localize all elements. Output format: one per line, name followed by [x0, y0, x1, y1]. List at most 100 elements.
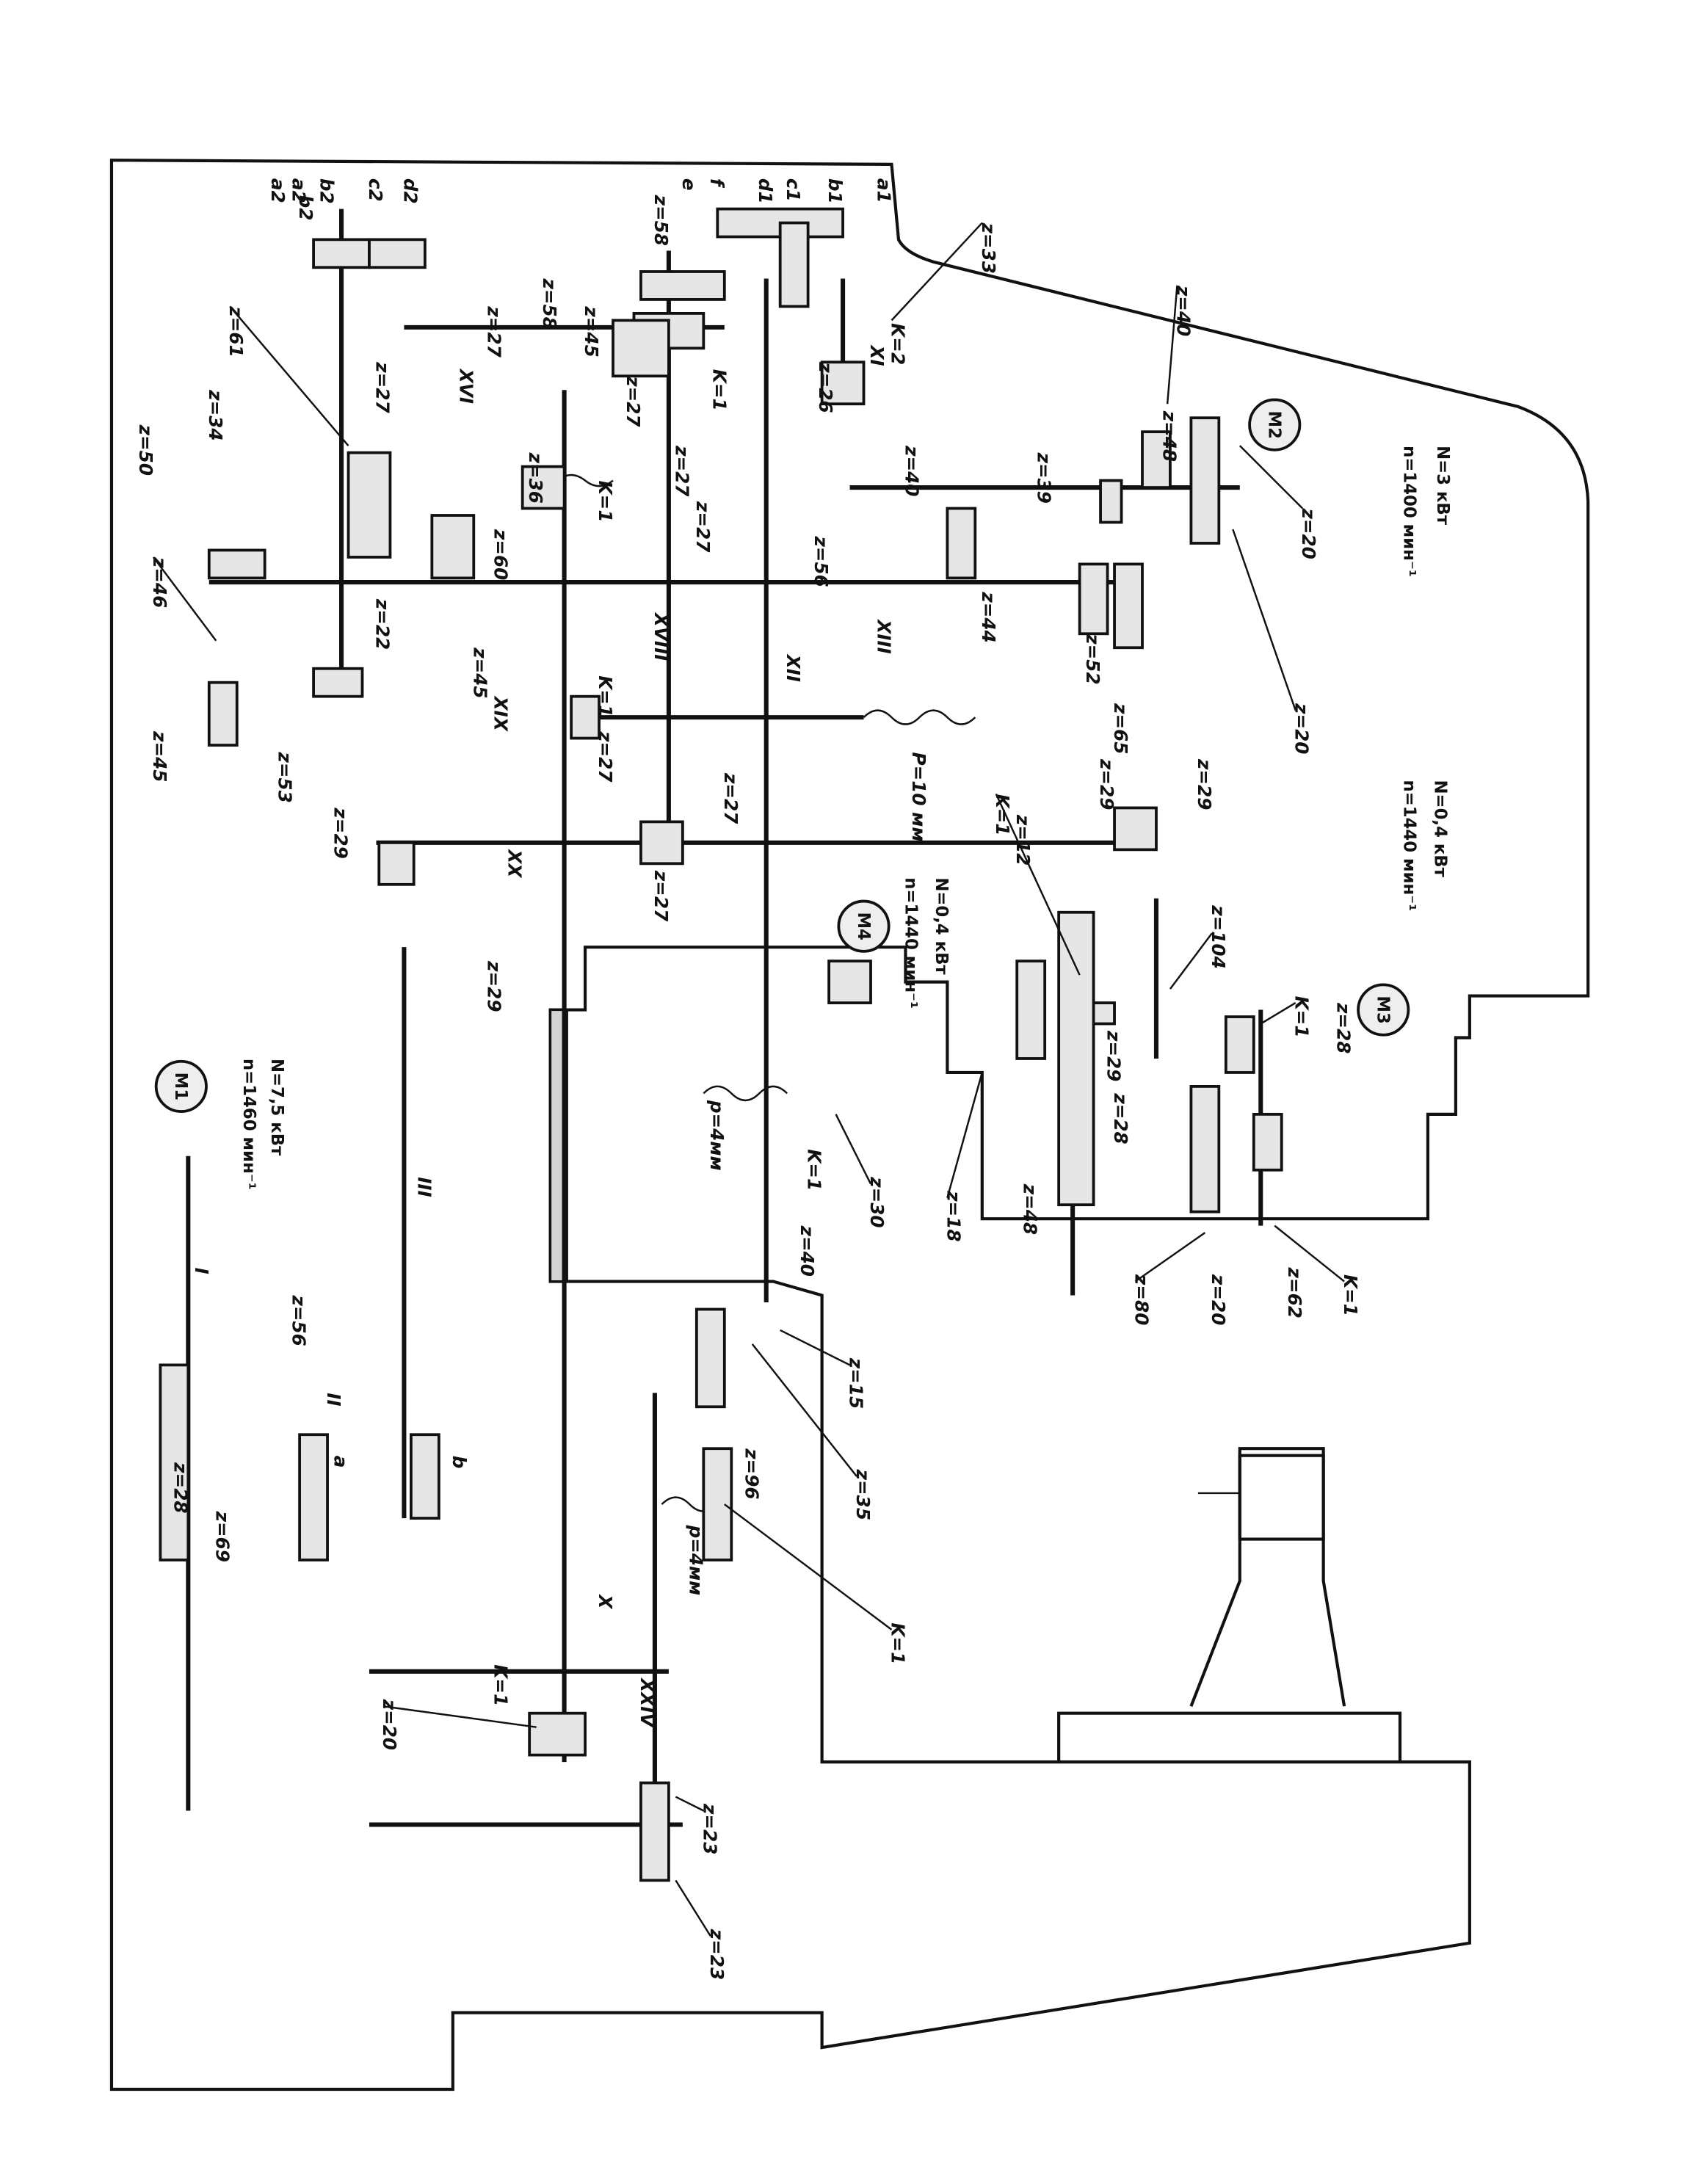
diagram-label: b: [449, 1456, 470, 1469]
motor-id: M4: [854, 912, 873, 940]
diagram-label: z=30: [866, 1176, 888, 1227]
diagram-label: z=48: [1158, 410, 1180, 462]
gear: [570, 694, 601, 740]
motor-id: M1: [171, 1073, 190, 1100]
diagram-label: XI: [866, 344, 888, 366]
diagram-label: z=48: [1020, 1183, 1041, 1235]
diagram-label: z=23: [699, 1803, 720, 1854]
diagram-label: z=39: [1034, 452, 1055, 504]
motor-icon: [1248, 398, 1302, 451]
gear: [1015, 959, 1047, 1060]
diagram-label: z=20: [1208, 1274, 1229, 1325]
diagram-label: K=1: [1291, 996, 1313, 1038]
diagram-label: c1: [783, 178, 804, 202]
leader-line: [152, 556, 217, 642]
diagram-label: z=40: [901, 445, 922, 496]
gear: [528, 1711, 587, 1757]
gear: [312, 238, 371, 269]
diagram-label: z=27: [483, 305, 504, 358]
motor-power: N=7,5 кВт: [267, 1059, 286, 1156]
motor-speed: n=1400 мин⁻¹: [1400, 446, 1419, 577]
gear: [1078, 562, 1109, 636]
diagram-label: z=27: [671, 445, 692, 497]
leader-line: [229, 305, 349, 446]
diagram-label: z=56: [289, 1295, 310, 1346]
diagram-label: a: [330, 1456, 352, 1468]
diagram-label: XIII: [873, 618, 894, 654]
diagram-label: z=45: [469, 647, 490, 698]
diagram-label: c2: [365, 178, 386, 202]
diagram-label: z=27: [623, 375, 644, 427]
leader-line: [675, 1879, 711, 1937]
diagram-label: K=1: [595, 675, 616, 717]
diagram-label: z=33: [978, 222, 999, 274]
gear: [694, 1307, 726, 1409]
diagram-label: z=45: [581, 305, 602, 357]
motor-id: M2: [1265, 410, 1284, 438]
diagram-label: b2: [295, 195, 316, 221]
gear: [298, 1433, 329, 1561]
gear: [377, 841, 416, 886]
diagram-label: b2: [316, 178, 338, 204]
diagram-label: f: [706, 178, 728, 189]
gear: [702, 1447, 733, 1561]
leader-line: [724, 1503, 893, 1630]
diagram-label: z=46: [149, 556, 170, 608]
diagram-label: z=20: [1291, 703, 1313, 754]
diagram-label: z=52: [1082, 633, 1103, 684]
gear: [312, 667, 364, 698]
diagram-label: z=44: [978, 591, 999, 642]
diagram-label: XII: [783, 653, 804, 682]
gear: [639, 270, 726, 301]
diagram-label: z=27: [720, 772, 741, 824]
diagram-label: z=61: [225, 305, 247, 357]
diagram-label: z=27: [692, 501, 714, 553]
leader-line: [1238, 445, 1304, 509]
diagram-label: z=22: [371, 598, 393, 650]
diagram-label: z=27: [595, 730, 616, 783]
diagram-label: z=20: [1298, 508, 1319, 559]
leader-line: [675, 1796, 704, 1812]
diagram-label: z=29: [1194, 758, 1215, 810]
diagram-label: e: [678, 178, 700, 191]
gear: [946, 507, 977, 580]
diagram-label: a1: [873, 178, 894, 203]
leader-line: [1134, 1232, 1206, 1283]
gears: [159, 207, 1283, 1882]
gear: [207, 681, 239, 747]
diagram-label: z=27: [371, 361, 393, 413]
diagram-label: z=27: [650, 870, 672, 922]
diagram-label: III: [413, 1177, 435, 1197]
motor-icon: [837, 899, 891, 953]
gear: [1113, 806, 1158, 852]
gear: [1224, 1015, 1255, 1074]
diagram-label: d1: [755, 178, 776, 204]
diagram-label: a2: [267, 178, 289, 203]
diagram-label: z=34: [205, 389, 226, 440]
leader-line: [946, 1072, 983, 1199]
diagram-label: z=23: [706, 1929, 728, 1980]
diagram-label: z=69: [211, 1511, 233, 1562]
leader-line: [835, 1114, 872, 1185]
diagram-label: z=15: [846, 1357, 867, 1409]
diagram-label: K=2: [887, 323, 908, 365]
diagram-label: z=28: [1333, 1002, 1354, 1053]
diagram-label: XVI: [455, 368, 476, 404]
diagram-label: z=58: [650, 195, 672, 246]
diagram-label: z=40: [1172, 285, 1194, 336]
gear: [778, 221, 810, 308]
motor-speed: n=1440 мин⁻¹: [1400, 780, 1419, 912]
diagram-label: XXIV: [636, 1677, 658, 1728]
gear: [820, 360, 866, 406]
gear: [1113, 562, 1144, 650]
diagram-label: z=96: [741, 1448, 762, 1499]
leader-line: [1232, 529, 1296, 711]
diagram-label: X: [595, 1593, 616, 1610]
diagram-label: K=1: [1340, 1274, 1361, 1316]
diagram-label: z=29: [330, 807, 352, 858]
diagram-label: b1: [824, 178, 846, 204]
gear: [612, 319, 670, 378]
diagram-label: z=62: [1284, 1267, 1305, 1318]
diagram-label: z=35: [852, 1469, 874, 1520]
